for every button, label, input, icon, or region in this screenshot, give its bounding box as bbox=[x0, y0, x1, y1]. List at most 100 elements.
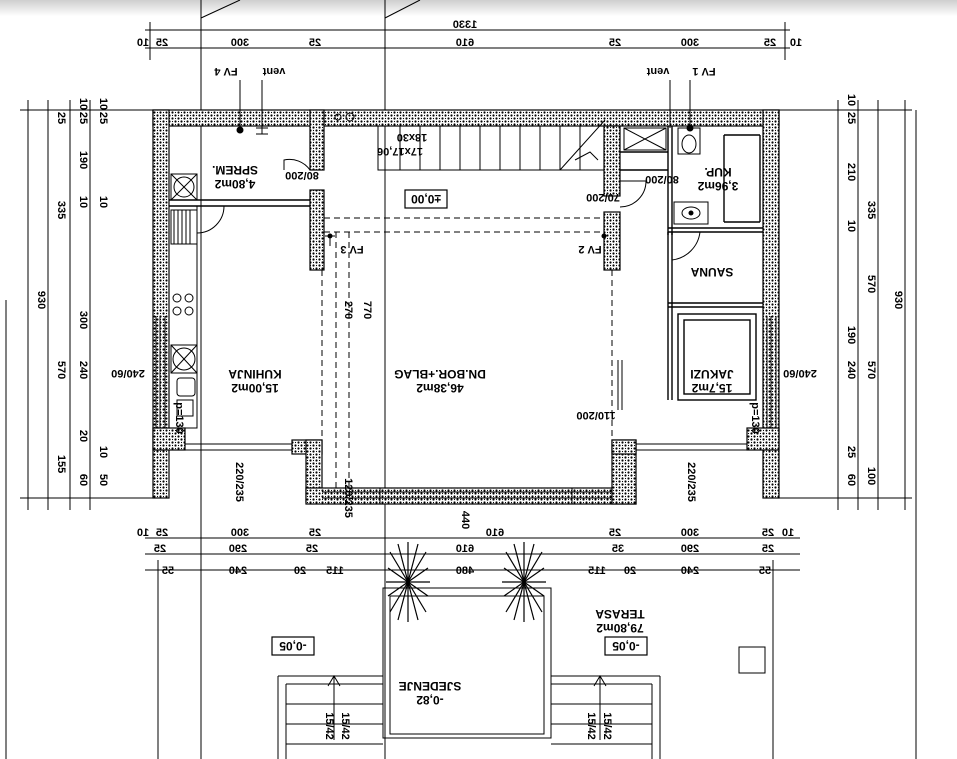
top-dim-9: 10 bbox=[137, 37, 149, 49]
overall-width-label: 1330 bbox=[453, 19, 477, 31]
right-col3-dim-5: 570 bbox=[865, 275, 877, 293]
bottom-dim-r1-4: 25 bbox=[609, 527, 621, 539]
step-label-3: 15/42 bbox=[585, 712, 597, 740]
step-label-1: 15/42 bbox=[323, 712, 335, 740]
fv2-label: FV 2 bbox=[578, 243, 601, 255]
bottom-dim-r2-6: 290 bbox=[229, 543, 247, 555]
bathroom-fixtures bbox=[623, 127, 709, 225]
window-label-right: 240/60 bbox=[783, 367, 817, 379]
kitchen-fixtures bbox=[168, 173, 198, 429]
bottom-dim-r1-5: 610 bbox=[486, 527, 504, 539]
staircase bbox=[377, 119, 606, 171]
room-name-pantry: SPREM. bbox=[212, 163, 258, 177]
bottom-dim-r3-9: 55 bbox=[162, 565, 174, 577]
right-col3-dim-1: 10 bbox=[845, 94, 857, 106]
bottom-dim-r1-2: 25 bbox=[762, 527, 774, 539]
bottom-dim-r3-6: 115 bbox=[326, 565, 344, 577]
room-area-seating: -0,82 bbox=[416, 693, 444, 707]
bottom-dim-r3-3: 20 bbox=[624, 565, 636, 577]
scan-edge-shadow bbox=[0, 0, 957, 16]
bottom-dim-r3-5: 480 bbox=[456, 565, 474, 577]
right-col3-dim-2: 25 bbox=[845, 112, 857, 124]
bottom-dim-r3-7: 20 bbox=[294, 565, 306, 577]
room-area-terrace: 79,80m2 bbox=[596, 621, 644, 635]
room-area-kitchen: 15,00m2 bbox=[231, 381, 279, 395]
top-dim-2: 25 bbox=[764, 37, 776, 49]
bottom-dim-r1-9: 10 bbox=[137, 527, 149, 539]
misc-label-270: 270 bbox=[342, 301, 354, 319]
top-dim-4: 25 bbox=[609, 37, 621, 49]
left-col2-dim-1: 25 bbox=[55, 112, 67, 124]
left-col4-dim-5: 50 bbox=[97, 474, 109, 486]
bottom-dim-r3-4: 115 bbox=[588, 565, 606, 577]
right-col3-dim-6: 190 bbox=[845, 326, 857, 344]
dimension-text: 1330 10 25 300 25 610 25 300 25 10 10 25… bbox=[35, 19, 904, 577]
bottom-dim-r1-8: 25 bbox=[156, 527, 168, 539]
left-col4-dim-1: 10 bbox=[97, 98, 109, 110]
door-label-bath: 80/200 bbox=[645, 173, 679, 185]
stair-label-2: 17x17,06 bbox=[377, 145, 423, 157]
left-col4-dim-4: 10 bbox=[97, 446, 109, 458]
door-label-main: 110/200 bbox=[576, 409, 615, 421]
left-col2-dim-3: 570 bbox=[55, 361, 67, 379]
dimension-lines bbox=[20, 22, 912, 571]
misc-label-door-bottom: 120/235 bbox=[342, 478, 354, 518]
bottom-dim-r2-5: 25 bbox=[306, 543, 318, 555]
door-label-hall: 70/200 bbox=[586, 191, 620, 203]
misc-label-right-window: 220/235 bbox=[685, 462, 697, 502]
room-area-bath: 3,96m2 bbox=[697, 179, 738, 193]
level-mark-terrace-left: -0,05 bbox=[279, 639, 307, 653]
terrace bbox=[277, 587, 766, 759]
doors bbox=[196, 158, 701, 410]
top-dim-5: 610 bbox=[456, 37, 474, 49]
bottom-dim-r1-6: 25 bbox=[309, 527, 321, 539]
left-col3-dim-1: 10 bbox=[77, 98, 89, 110]
room-labels: SPREM. 4,80m2 KUHINJA 15,00m2 DN.BOR.+BL… bbox=[212, 163, 738, 707]
right-col2-dim-2: 570 bbox=[865, 361, 877, 379]
bottom-dim-r2-1: 25 bbox=[762, 543, 774, 555]
window-label-left: 240/60 bbox=[111, 367, 145, 379]
fv3-label: FV 3 bbox=[340, 243, 363, 255]
top-dim-3: 300 bbox=[681, 37, 699, 49]
room-area-jacuzzi: 15,7m2 bbox=[691, 381, 732, 395]
stair-label-1: 18x30 bbox=[397, 131, 428, 143]
room-name-living: DN.BOR.+BLAG bbox=[394, 367, 486, 381]
misc-label-440: 440 bbox=[459, 511, 471, 529]
left-col3-dim-5: 300 bbox=[77, 311, 89, 329]
vent-label-right: vent bbox=[646, 65, 669, 77]
misc-label-left-window: 220/235 bbox=[233, 462, 245, 502]
left-col2-dim-2: 335 bbox=[55, 201, 67, 219]
room-name-terrace: TERASA bbox=[595, 607, 645, 621]
bottom-dim-r2-2: 290 bbox=[681, 543, 699, 555]
level-boxes bbox=[271, 189, 648, 656]
palm-symbols bbox=[386, 542, 546, 622]
level-mark-floor: ±0,00 bbox=[411, 192, 441, 206]
misc-label-770: 770 bbox=[361, 301, 373, 319]
room-name-seating: SJEDENJE bbox=[399, 679, 462, 693]
windows bbox=[155, 316, 777, 504]
right-col3-dim-10: 60 bbox=[845, 474, 857, 486]
top-dim-8: 25 bbox=[156, 37, 168, 49]
bottom-dim-r1-7: 300 bbox=[231, 527, 249, 539]
bottom-dim-r3-8: 240 bbox=[229, 565, 247, 577]
right-col3-dim-7: 240 bbox=[845, 361, 857, 379]
top-dim-6: 25 bbox=[309, 37, 321, 49]
level-mark-terrace-right: -0,05 bbox=[612, 639, 640, 653]
vent-label-left: vent bbox=[262, 65, 285, 77]
top-dim-1: 10 bbox=[790, 37, 802, 49]
fv4-label: FV 4 bbox=[214, 65, 238, 77]
step-label-4: 15/42 bbox=[601, 712, 613, 740]
left-col3-dim-7: 20 bbox=[77, 430, 89, 442]
left-outer-dim: 930 bbox=[35, 291, 47, 309]
bottom-dim-r1-1: 10 bbox=[782, 527, 794, 539]
fv-markers bbox=[236, 80, 694, 246]
left-col4-dim-2: 25 bbox=[97, 112, 109, 124]
right-col3-dim-8: 25 bbox=[845, 446, 857, 458]
room-area-pantry: 4,80m2 bbox=[214, 177, 255, 191]
bottom-dim-r2-3: 35 bbox=[612, 543, 624, 555]
sill-label-left: p=130 bbox=[173, 402, 185, 434]
fv1-label: FV 1 bbox=[692, 65, 715, 77]
room-name-kitchen: KUHINJA bbox=[228, 367, 282, 381]
top-dim-7: 300 bbox=[231, 37, 249, 49]
left-col4-dim-3: 10 bbox=[97, 196, 109, 208]
